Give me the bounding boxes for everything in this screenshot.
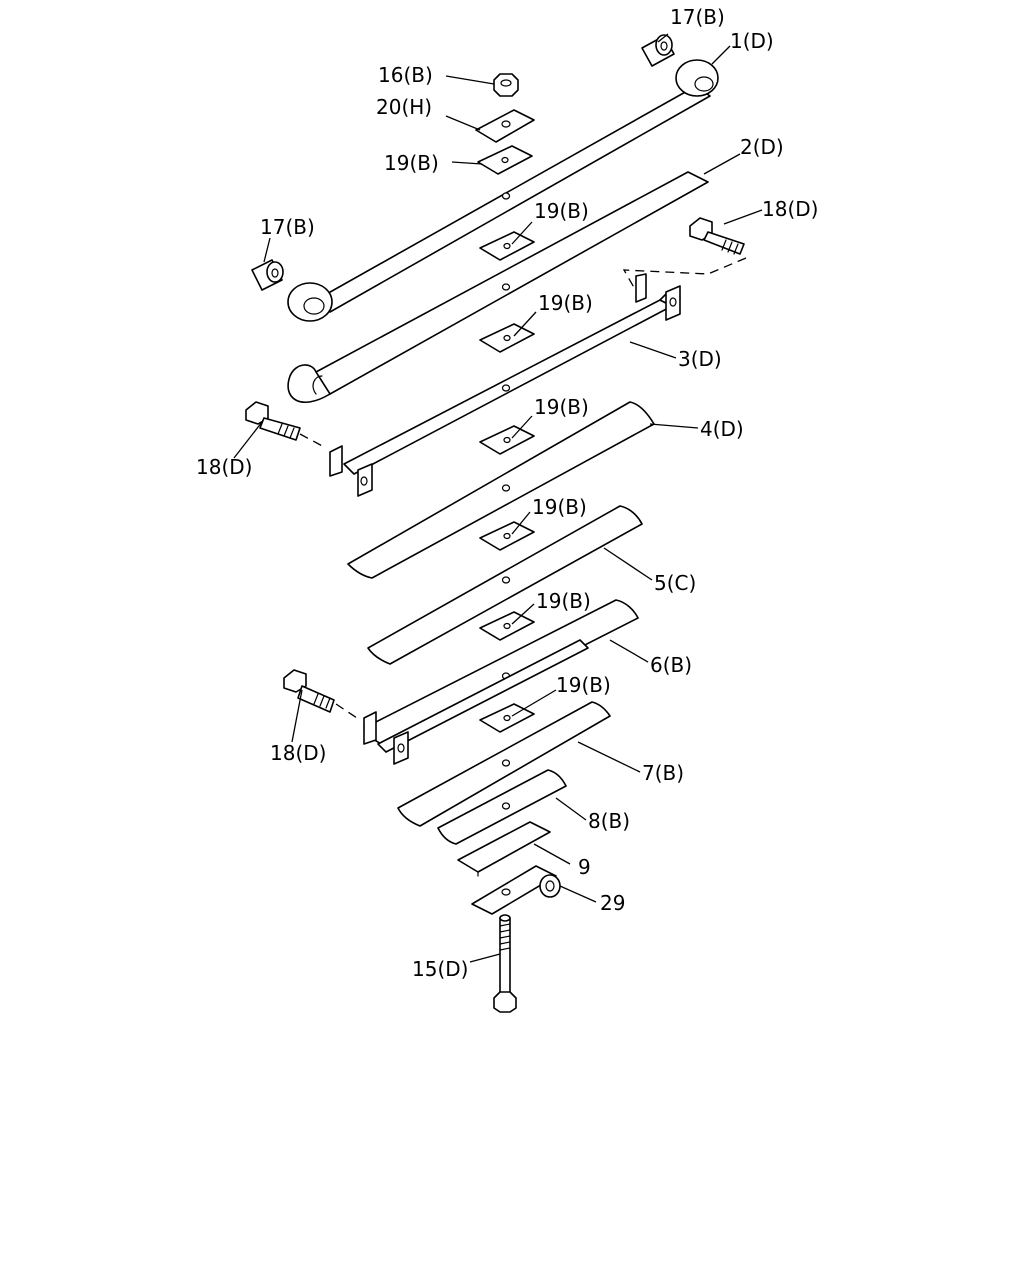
pad-19b-4 bbox=[479, 425, 535, 455]
callout-15d: 15(D) bbox=[412, 957, 468, 981]
callout-19b-6: 19(B) bbox=[536, 589, 591, 613]
callout-18d-right: 18(D) bbox=[762, 197, 818, 221]
leaf-7 bbox=[397, 701, 611, 827]
leaf-4 bbox=[347, 401, 655, 579]
callout-19b-1: 19(B) bbox=[384, 151, 439, 175]
leaf-8 bbox=[437, 769, 567, 845]
pad-19b-1 bbox=[477, 145, 533, 175]
assembly-line-left bbox=[299, 433, 327, 449]
pad-19b-3 bbox=[479, 323, 535, 353]
leaf-2 bbox=[287, 171, 709, 404]
seat-29 bbox=[471, 865, 561, 915]
callout-4d: 4(D) bbox=[700, 417, 744, 441]
bolt-18d-lower bbox=[283, 669, 335, 713]
bushing-17b-top bbox=[641, 34, 675, 67]
pad-19b-5 bbox=[479, 521, 535, 551]
bolt-18d-left bbox=[245, 401, 301, 441]
callout-labels: 17(B) 1(D) 16(B) 20(H) 19(B) 2(D) 17(B) … bbox=[196, 5, 818, 981]
leaf-5 bbox=[367, 505, 643, 665]
callout-18d-left: 18(D) bbox=[196, 455, 252, 479]
nut-16b bbox=[493, 73, 519, 97]
pad-19b-2 bbox=[479, 231, 535, 261]
pad-19b-6 bbox=[479, 611, 535, 641]
callout-1d: 1(D) bbox=[730, 29, 774, 53]
leaf-1-main-leaf bbox=[287, 59, 719, 322]
callout-9: 9 bbox=[578, 855, 591, 879]
clip-lower bbox=[363, 639, 589, 765]
assembly-line-lower bbox=[335, 703, 361, 721]
bolt-15d bbox=[493, 914, 517, 1013]
callout-5c: 5(C) bbox=[654, 571, 696, 595]
plate-9 bbox=[457, 821, 551, 877]
leader-lines bbox=[233, 33, 763, 963]
callout-19b-2: 19(B) bbox=[534, 199, 589, 223]
callout-19b-4: 19(B) bbox=[534, 395, 589, 419]
callout-2d: 2(D) bbox=[740, 135, 784, 159]
callout-3d: 3(D) bbox=[678, 347, 722, 371]
callout-17b-left: 17(B) bbox=[260, 215, 315, 239]
callout-7b: 7(B) bbox=[642, 761, 684, 785]
callout-17b-top: 17(B) bbox=[670, 5, 725, 29]
bolt-18d-right bbox=[689, 217, 745, 255]
callout-8b: 8(B) bbox=[588, 809, 630, 833]
callout-6b: 6(B) bbox=[650, 653, 692, 677]
assembly-line-right bbox=[622, 257, 747, 299]
callout-29: 29 bbox=[600, 891, 625, 915]
callout-16b: 16(B) bbox=[378, 63, 433, 87]
leaf-2-lower-hole bbox=[501, 384, 511, 392]
callout-18d-lower: 18(D) bbox=[270, 741, 326, 765]
callout-19b-7: 19(B) bbox=[556, 673, 611, 697]
bushing-17b-left bbox=[251, 259, 284, 291]
callout-20h: 20(H) bbox=[376, 95, 432, 119]
plate-20h bbox=[475, 109, 535, 143]
callout-19b-3: 19(B) bbox=[538, 291, 593, 315]
callout-19b-5: 19(B) bbox=[532, 495, 587, 519]
